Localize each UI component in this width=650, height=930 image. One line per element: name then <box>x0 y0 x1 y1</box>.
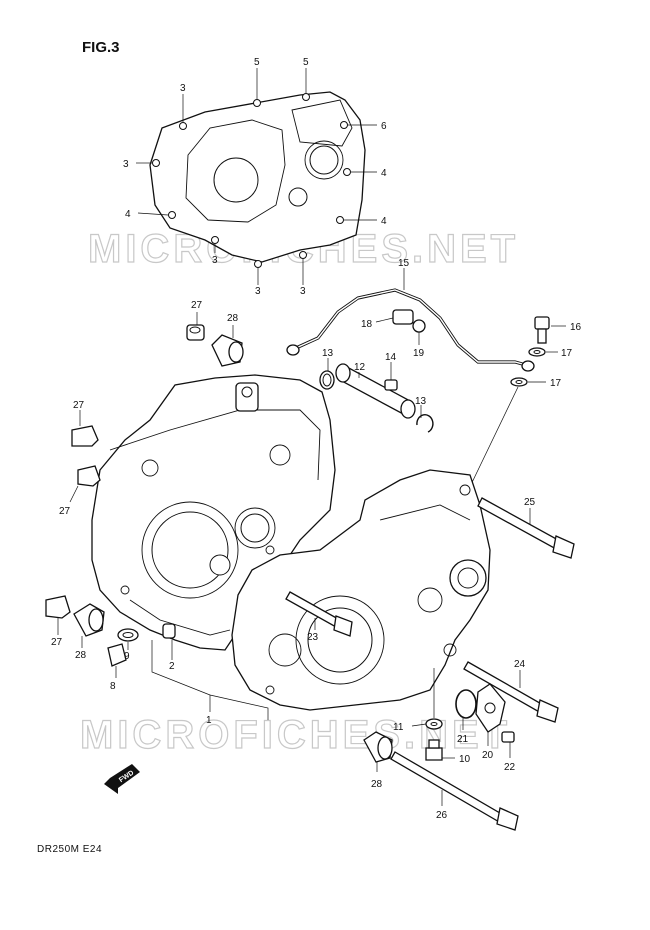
bolt-25 <box>477 497 575 559</box>
callout-4: 4 <box>125 209 131 220</box>
callout-25: 25 <box>524 497 536 508</box>
callout-21: 21 <box>457 734 469 745</box>
callout-14: 14 <box>385 352 397 363</box>
figure-title: FIG.3 <box>82 39 120 56</box>
dowel-pins <box>45 312 244 648</box>
right-case-crank-bore <box>307 607 373 673</box>
oil-plug <box>411 668 455 761</box>
callout-26: 26 <box>436 810 448 821</box>
cover-plate <box>455 683 515 758</box>
callout-15: 15 <box>398 258 410 269</box>
gasket-leaders <box>136 68 377 285</box>
callout-18: 18 <box>361 319 373 330</box>
left-case-crank-bore <box>151 511 229 589</box>
callout-19: 19 <box>413 348 425 359</box>
callout-3: 3 <box>123 159 129 170</box>
callout-4: 4 <box>381 168 387 179</box>
callout-23: 23 <box>307 632 319 643</box>
sleeve-28 <box>363 731 393 772</box>
pipe-leader <box>465 386 519 496</box>
dowel-2 <box>162 623 176 660</box>
left-crankcase <box>91 374 336 651</box>
callout-22: 22 <box>504 762 516 773</box>
callout-17: 17 <box>550 378 562 389</box>
drain-plug <box>107 628 139 678</box>
callout-27: 27 <box>59 506 71 517</box>
forward-arrow-icon: FWD <box>104 764 140 794</box>
bolt-26 <box>390 751 519 831</box>
callout-4: 4 <box>381 216 387 227</box>
callout-20: 20 <box>482 750 494 761</box>
callout-2: 2 <box>169 661 175 672</box>
callout-16: 16 <box>570 322 582 333</box>
callout-24: 24 <box>514 659 526 670</box>
crankcase-gasket <box>149 91 366 268</box>
union-bolt <box>510 316 566 387</box>
callout-13: 13 <box>415 396 427 407</box>
callout-13: 13 <box>322 348 334 359</box>
bolt-24 <box>463 661 559 723</box>
callout-27: 27 <box>73 400 85 411</box>
oil-passage-pipe <box>319 358 434 433</box>
callout-3: 3 <box>255 286 261 297</box>
callout-27: 27 <box>51 637 63 648</box>
callout-labels: 3 5 5 6 3 4 4 4 3 3 3 15 27 28 18 19 16 … <box>51 57 582 821</box>
callout-1: 1 <box>206 715 212 726</box>
callout-5: 5 <box>303 57 309 68</box>
gasket-crank-opening <box>213 157 259 203</box>
oil-pipe <box>286 268 535 372</box>
right-crankcase <box>231 469 491 711</box>
callout-5: 5 <box>254 57 260 68</box>
watermark-bottom: MICROFICHES.NET <box>80 713 511 757</box>
callout-10: 10 <box>459 754 471 765</box>
callout-11: 11 <box>393 722 404 733</box>
callout-3: 3 <box>300 286 306 297</box>
callout-17: 17 <box>561 348 573 359</box>
callout-8: 8 <box>110 681 116 692</box>
callout-9: 9 <box>124 651 130 662</box>
callout-3: 3 <box>180 83 186 94</box>
callout-28: 28 <box>371 779 383 790</box>
model-code: DR250M E24 <box>37 844 102 855</box>
callout-28: 28 <box>227 313 239 324</box>
pipe-clamp <box>375 309 426 345</box>
callout-6: 6 <box>381 121 387 132</box>
callout-27: 27 <box>191 300 203 311</box>
callout-12: 12 <box>354 362 366 373</box>
callout-3: 3 <box>212 255 218 266</box>
callout-28: 28 <box>75 650 87 661</box>
bolt-23 <box>285 591 353 637</box>
